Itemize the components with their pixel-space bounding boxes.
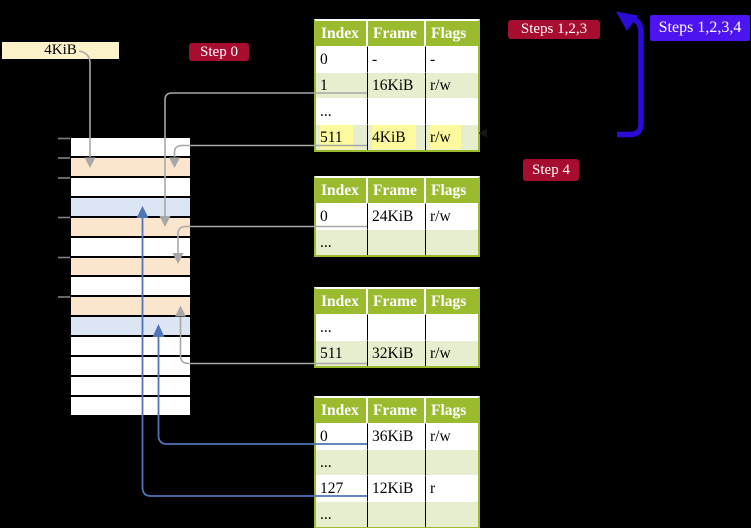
table-cell: ...	[316, 501, 368, 527]
memory-frame-row	[71, 138, 190, 156]
table-cell	[426, 501, 478, 527]
memory-frame-row	[71, 255, 190, 276]
column-header: Flags	[426, 289, 478, 314]
table-row: ...	[316, 98, 478, 124]
table-row: ...	[316, 449, 478, 475]
column-header: Index	[316, 178, 368, 203]
column-header: Index	[316, 289, 368, 314]
table-cell: ...	[316, 98, 368, 124]
memory-frame-row	[71, 355, 190, 376]
table-cell: 32KiB	[368, 340, 426, 366]
table-cell	[426, 98, 478, 124]
memory-frame-row	[71, 155, 190, 176]
table-cell: r/w	[426, 423, 478, 449]
table-cell: 24KiB	[368, 203, 426, 229]
table-cell	[368, 229, 426, 255]
table-cell: 36KiB	[368, 423, 426, 449]
table-cell	[426, 314, 478, 340]
memory-tick-marks	[58, 137, 70, 298]
table-cell: r/w	[426, 72, 478, 98]
column-header: Index	[316, 21, 368, 46]
table-cell: r/w	[426, 124, 478, 150]
memory-frame-row	[71, 175, 190, 196]
table-cell	[368, 314, 426, 340]
column-header: Frame	[368, 398, 426, 423]
step4-badge: Step 4	[523, 159, 579, 181]
table-cell: r/w	[426, 203, 478, 229]
table-cell	[368, 98, 426, 124]
table-cell: 0	[316, 203, 368, 229]
highlighted-value: 511	[320, 125, 353, 149]
column-header: Frame	[368, 178, 426, 203]
frame-size-label: 4KiB	[2, 42, 119, 59]
memory-frame-row	[71, 394, 190, 415]
memory-frame-row	[71, 295, 190, 316]
table-cell	[368, 449, 426, 475]
table-cell	[426, 229, 478, 255]
steps123-badge: Steps 1,2,3	[508, 20, 600, 39]
table-cell: 127	[316, 475, 368, 501]
table-cell: r/w	[426, 340, 478, 366]
memory-frame-row	[71, 235, 190, 256]
table-row: ...	[316, 501, 478, 527]
table-row: 0--	[316, 46, 478, 72]
table-row: ...	[316, 229, 478, 255]
big-loop-arrow	[616, 11, 644, 138]
highlighted-value: 4KiB	[372, 125, 416, 149]
table-cell	[426, 449, 478, 475]
table-cell: ...	[316, 314, 368, 340]
table-cell: 12KiB	[368, 475, 426, 501]
table-row: ...	[316, 314, 478, 340]
table-cell: -	[426, 46, 478, 72]
memory-frame-row	[71, 335, 190, 356]
memory-frame-row	[71, 195, 190, 216]
table-cell: -	[368, 46, 426, 72]
table-cell: 0	[316, 46, 368, 72]
table-cell	[368, 501, 426, 527]
table-cell: 0	[316, 423, 368, 449]
table-cell: 4KiB	[368, 124, 426, 150]
table-cell: ...	[316, 449, 368, 475]
column-header: Frame	[368, 21, 426, 46]
table-cell: 1	[316, 72, 368, 98]
table-cell: 511	[316, 340, 368, 366]
table-cell: ...	[316, 229, 368, 255]
table-cell: 511	[316, 124, 368, 150]
step0-badge: Step 0	[189, 43, 249, 61]
memory-frame-row	[71, 275, 190, 296]
table-cell: r	[426, 475, 478, 501]
highlighted-value: r/w	[430, 125, 461, 149]
column-header: Flags	[426, 21, 478, 46]
physical-memory-column	[71, 138, 190, 415]
table-row: 511 4KiB r/w	[316, 124, 478, 150]
column-header: Index	[316, 398, 368, 423]
memory-frame-row	[71, 215, 190, 236]
steps1234-badge: Steps 1,2,3,4	[650, 15, 750, 41]
table-cell: 16KiB	[368, 72, 426, 98]
column-header: Flags	[426, 178, 478, 203]
memory-frame-row	[71, 375, 190, 395]
column-header: Frame	[368, 289, 426, 314]
memory-frame-row	[71, 315, 190, 336]
column-header: Flags	[426, 398, 478, 423]
